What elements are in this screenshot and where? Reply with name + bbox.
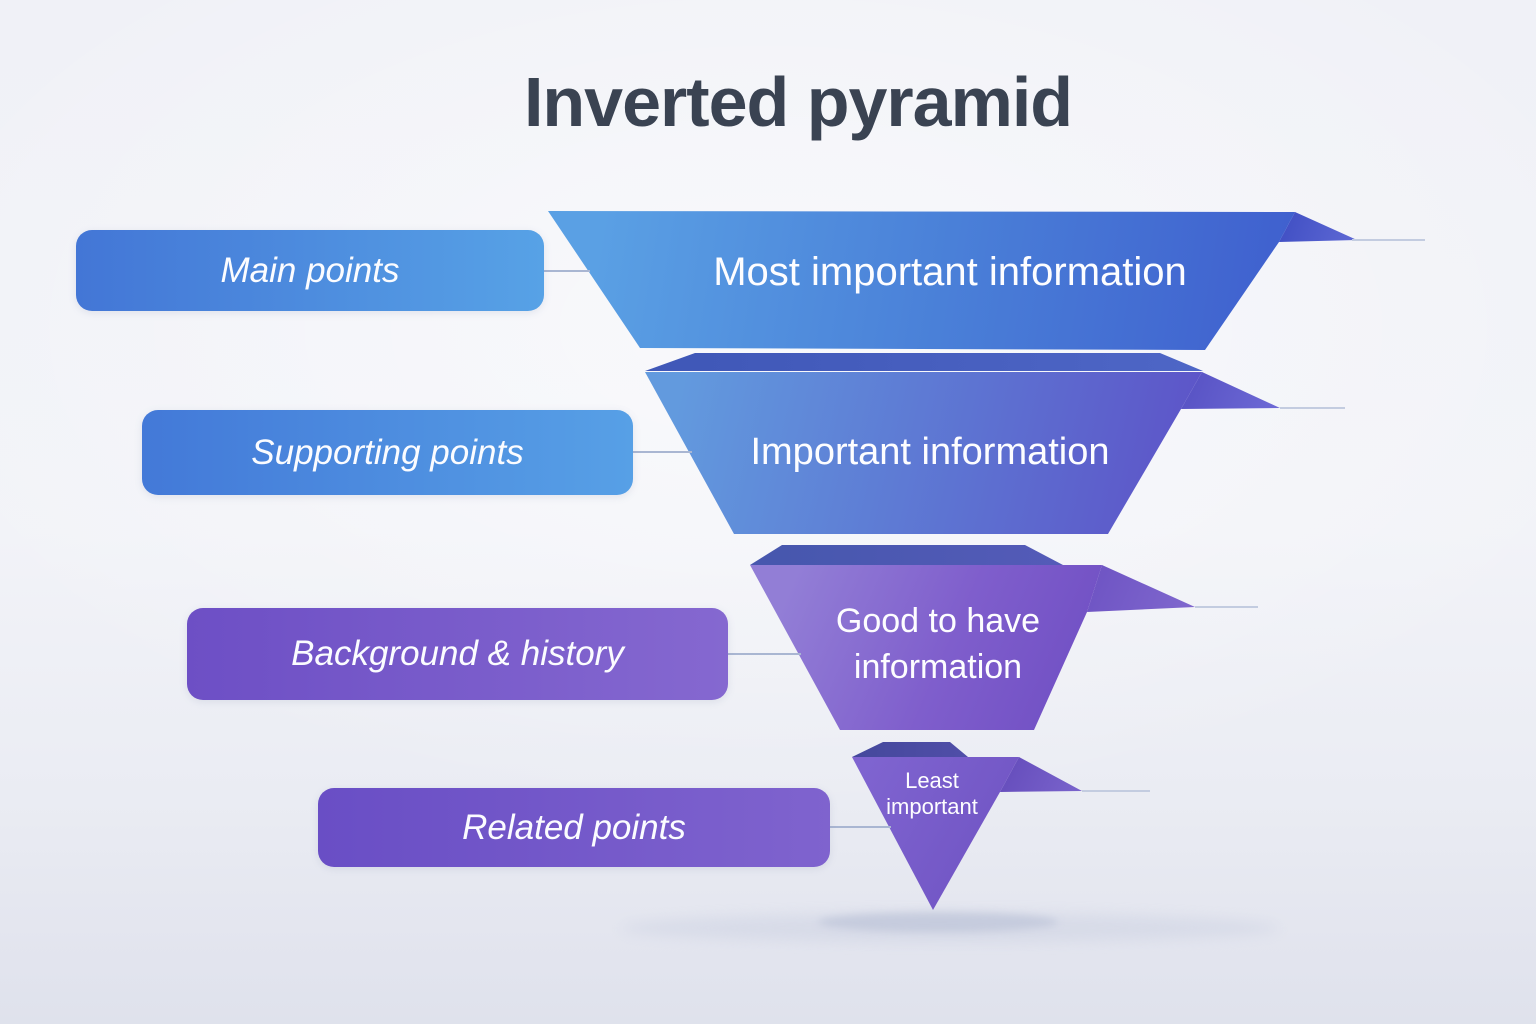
funnel-segment-2-fold-strip: [645, 353, 1203, 371]
funnel-segment-4-flap: [1000, 757, 1082, 792]
funnel-segment-3-body: [750, 565, 1102, 730]
funnel-segment-1-label: Most important information: [713, 250, 1187, 294]
funnel-segment-4-label: Least important: [886, 768, 978, 819]
funnel-segment-2-label: Important information: [750, 431, 1110, 473]
funnel-segment-4-body: [852, 757, 1019, 910]
side-label-text: Background & history: [291, 634, 624, 673]
funnel-segment-1-body: [548, 211, 1295, 350]
funnel-segment-3-flap: [1087, 565, 1195, 612]
page-title: Inverted pyramid: [523, 63, 1073, 141]
ground-shadow-tip: [818, 912, 1058, 932]
side-label-supporting-points: Supporting points: [142, 410, 633, 495]
side-label-background-history: Background & history: [187, 608, 728, 700]
side-label-text: Main points: [220, 250, 400, 290]
side-label-text: Related points: [462, 807, 686, 847]
side-label-related-points: Related points: [318, 788, 830, 867]
funnel-segment-2-flap: [1181, 372, 1280, 409]
funnel-segment-4-fold-strip: [852, 742, 968, 757]
side-label-text: Supporting points: [251, 432, 524, 472]
side-label-main-points: Main points: [76, 230, 544, 311]
funnel-segment-3-label: Good to have information: [835, 602, 1041, 686]
funnel-segment-1-flap: [1279, 212, 1357, 242]
funnel-segment-3-fold-strip: [750, 545, 1063, 565]
funnel-segment-2-body: [645, 372, 1202, 534]
